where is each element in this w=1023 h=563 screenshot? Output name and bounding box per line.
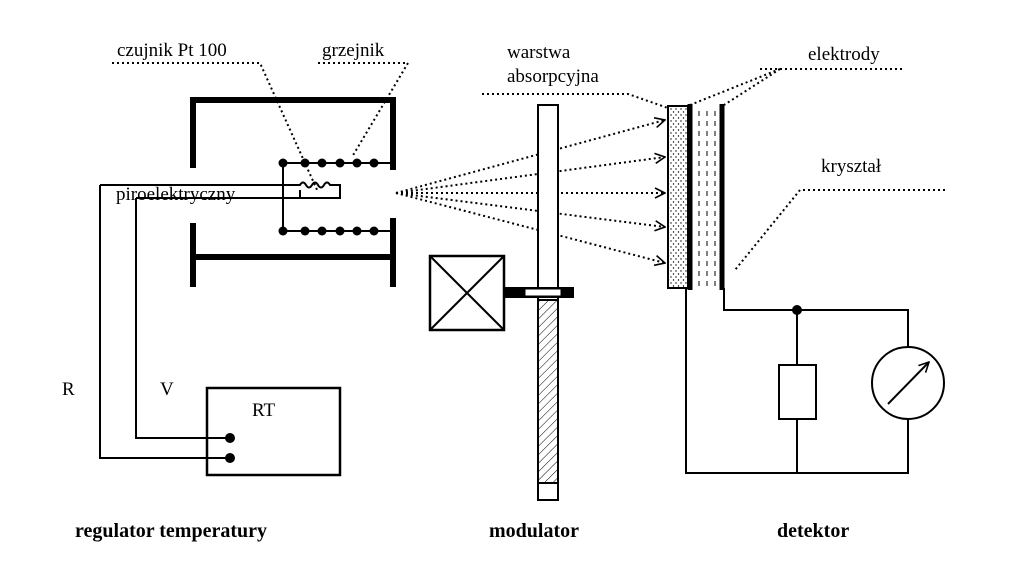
label-elektrody: elektrody	[808, 44, 880, 65]
resistor	[778, 364, 817, 420]
modulator	[428, 104, 574, 501]
label-R: R	[62, 379, 75, 400]
heater-coil	[278, 158, 393, 236]
radiation-rays	[395, 120, 665, 263]
label-grzejnik: grzejnik	[322, 40, 385, 61]
caption-regulator: regulator temperatury	[75, 520, 267, 542]
label-pt100: czujnik Pt 100	[117, 40, 227, 61]
rt-box	[205, 386, 342, 477]
label-krysztal: kryształ	[821, 156, 882, 177]
label-warstwa: warstwa	[507, 42, 571, 63]
label-RT: RT	[252, 400, 276, 421]
label-piroelektryczny: piroelektryczny	[116, 184, 236, 205]
pt100-sensor	[100, 181, 341, 199]
caption-detektor: detektor	[777, 520, 849, 542]
blackbody-source	[190, 97, 396, 287]
leader-lines	[112, 62, 945, 271]
detector-crystal	[667, 104, 725, 290]
label-V: V	[160, 379, 174, 400]
connection-wires	[99, 185, 235, 463]
caption-modulator: modulator	[489, 520, 579, 542]
detector-circuit	[685, 288, 945, 474]
label-absorpcyjna: absorpcyjna	[507, 66, 599, 87]
